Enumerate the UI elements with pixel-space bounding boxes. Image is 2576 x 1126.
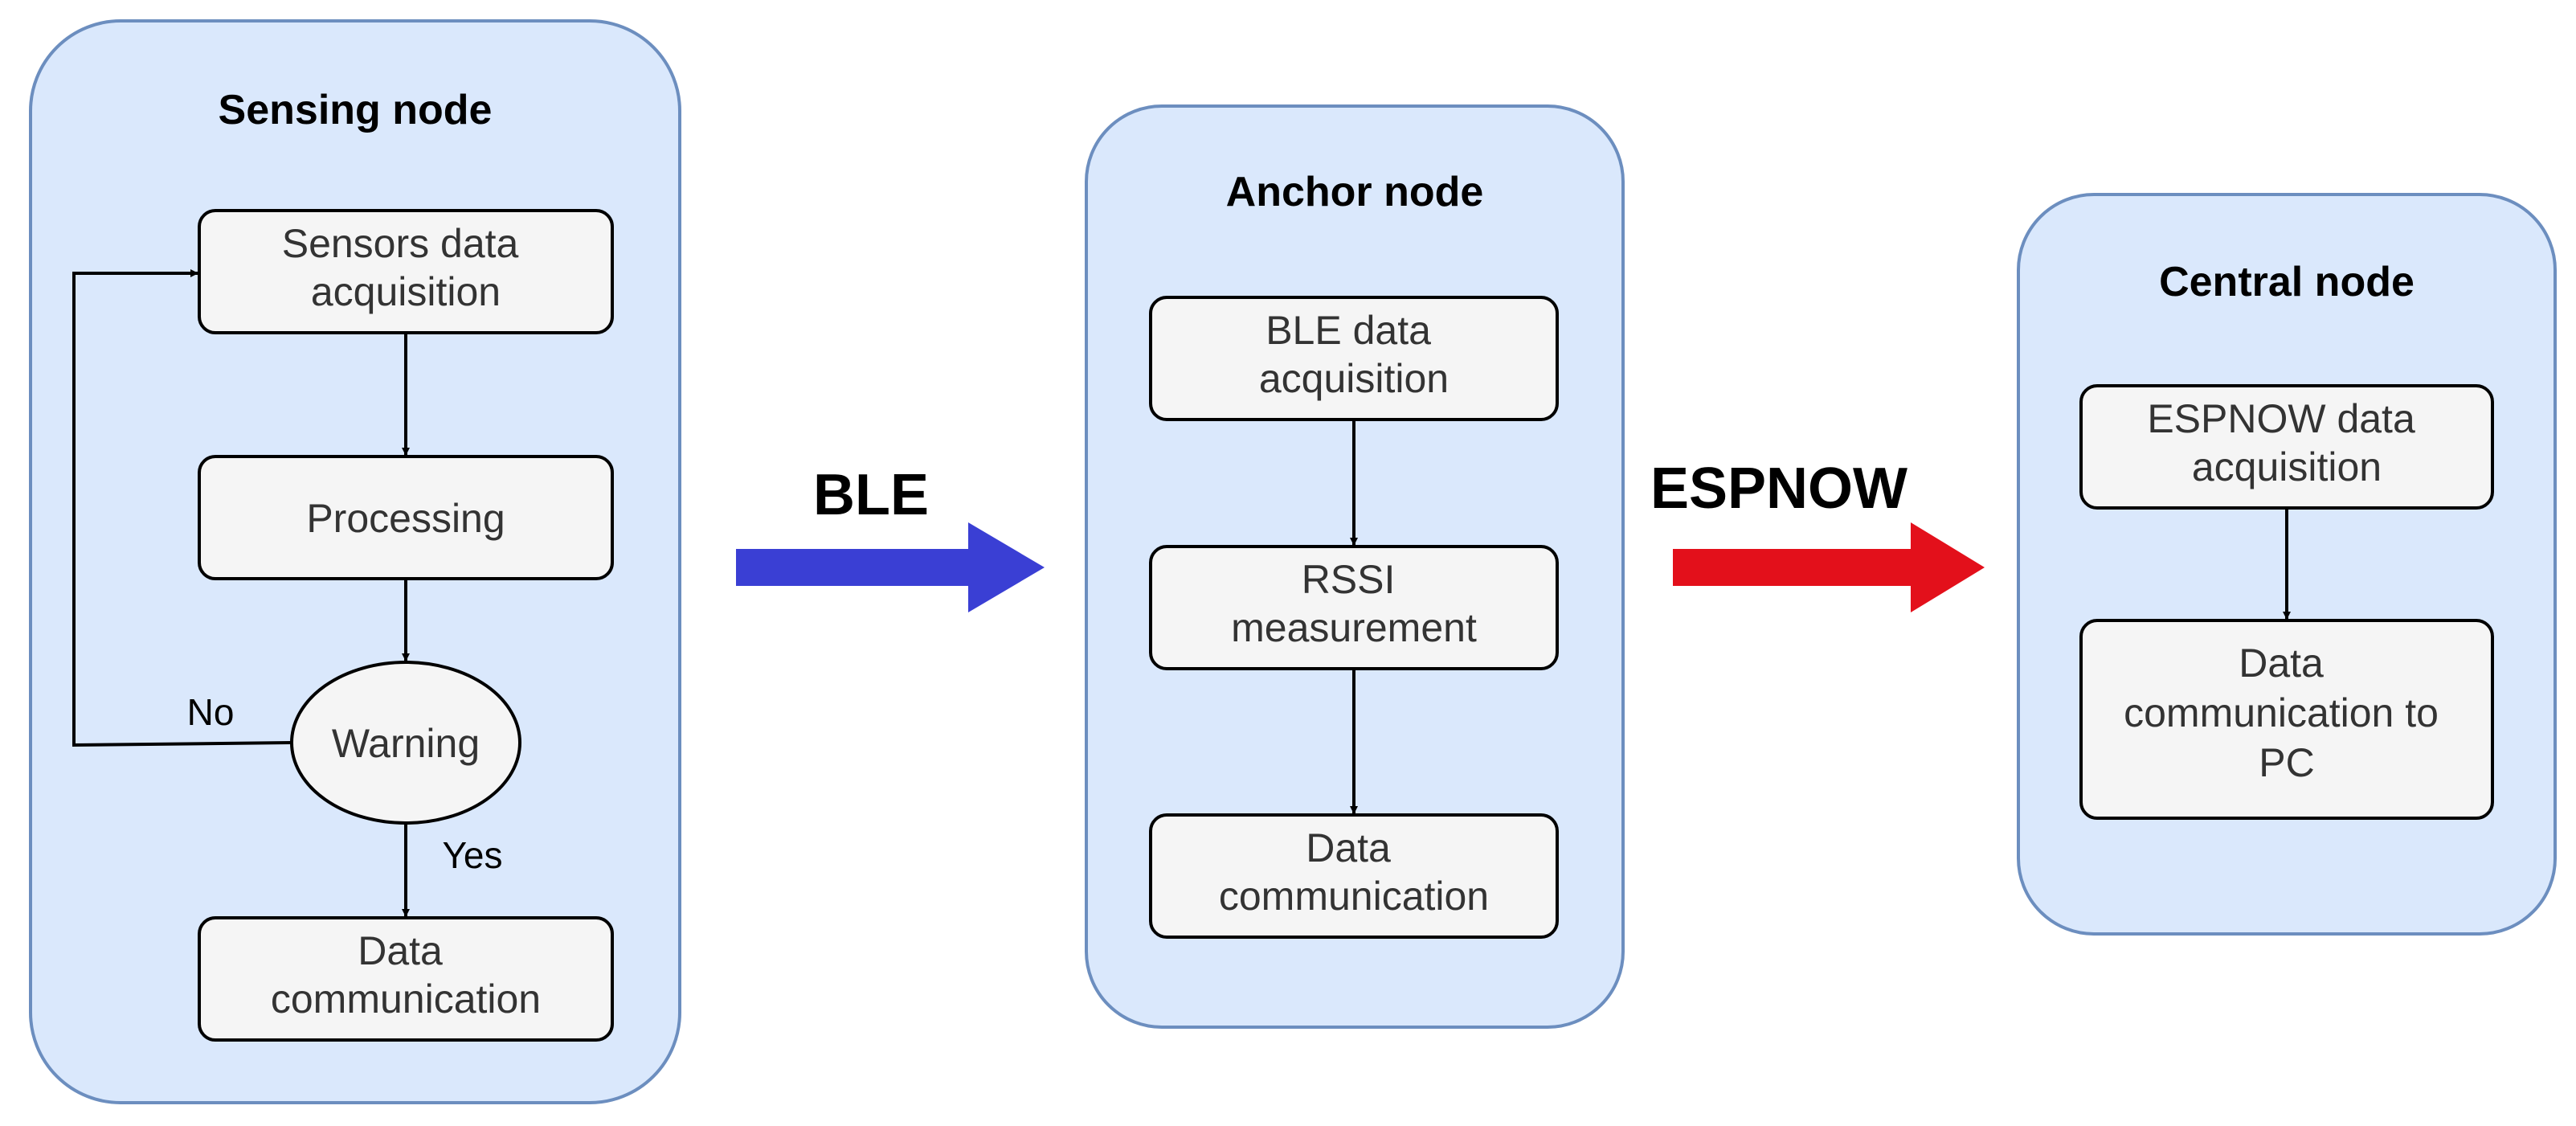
- sensing-node-title: Sensing node: [219, 87, 493, 133]
- anchor-step-communication: [1149, 813, 1559, 939]
- sensing-loop-no-arrow: [72, 269, 292, 747]
- sensing-step-communication-label: Data communication: [271, 928, 541, 1022]
- central-node-title: Central node: [2159, 259, 2414, 305]
- espnow-arrow: [1673, 522, 1985, 612]
- ble-link-label: BLE: [813, 463, 929, 527]
- ble-arrow: [736, 522, 1045, 612]
- sensing-decision-warning-label: Warning: [332, 721, 480, 766]
- anchor-step-rssi-label: RSSI measurement: [1231, 557, 1477, 650]
- anchor-node-title: Anchor node: [1226, 169, 1484, 215]
- ble-link: BLE: [736, 463, 1045, 612]
- sensing-step-acquisition-label: Sensors data acquisition: [282, 221, 530, 314]
- anchor-step-communication-label: Data communication: [1219, 825, 1489, 919]
- espnow-link-label: ESPNOW: [1650, 457, 1907, 521]
- anchor-step-acquisition-label: BLE data acquisition: [1259, 308, 1449, 401]
- central-node-panel: Central node ESPNOW data acquisition Dat…: [2017, 193, 2557, 936]
- central-step-communication: [2079, 619, 2494, 820]
- sensing-no-label: No: [187, 691, 235, 733]
- sensing-yes-label: Yes: [442, 834, 502, 876]
- sensing-step-processing-label: Processing: [306, 496, 505, 541]
- sensing-node-panel: Sensing node Sensors data acquisition Pr…: [29, 19, 681, 1104]
- central-step-acquisition-label: ESPNOW data acquisition: [2147, 396, 2426, 489]
- espnow-link: ESPNOW: [1650, 457, 1985, 612]
- sensing-step-communication: [198, 916, 614, 1042]
- central-step-communication-label: Data communication to PC: [2124, 641, 2450, 785]
- anchor-node-panel: Anchor node BLE data acquisition RSSI me…: [1085, 104, 1625, 1029]
